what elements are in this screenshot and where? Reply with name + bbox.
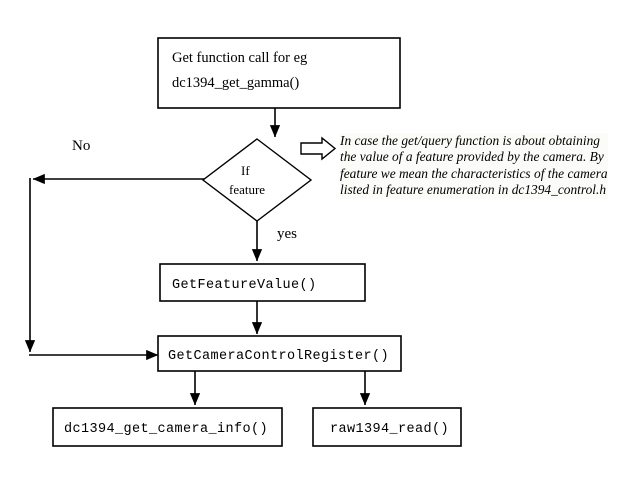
- annotation-text: In case the get/query function is about …: [340, 133, 608, 199]
- node-camerainfo-label: dc1394_get_camera_info(): [64, 422, 268, 437]
- node-getcameracontrolregister-box[interactable]: [157, 335, 402, 372]
- node-getfeaturevalue-label: GetFeatureValue(): [172, 278, 317, 293]
- node-rawread-box[interactable]: [312, 407, 462, 447]
- node-start-line1: Get function call for eg: [172, 50, 307, 66]
- node-getfeaturevalue-box[interactable]: [159, 263, 366, 302]
- node-start-line2: dc1394_get_gamma(): [172, 75, 299, 91]
- edge-label-no: No: [72, 138, 90, 154]
- right-block-arrow-icon: [300, 136, 337, 161]
- node-start-box[interactable]: [157, 37, 401, 109]
- edge-label-yes: yes: [277, 226, 297, 242]
- node-decision-diamond[interactable]: [201, 138, 313, 222]
- node-decision-line1: If: [241, 163, 250, 178]
- node-camerainfo-box[interactable]: [52, 407, 283, 447]
- node-decision-line2: feature: [229, 182, 265, 197]
- node-getcameracontrolregister-label: GetCameraControlRegister(): [168, 349, 389, 364]
- node-rawread-label: raw1394_read(): [330, 422, 449, 437]
